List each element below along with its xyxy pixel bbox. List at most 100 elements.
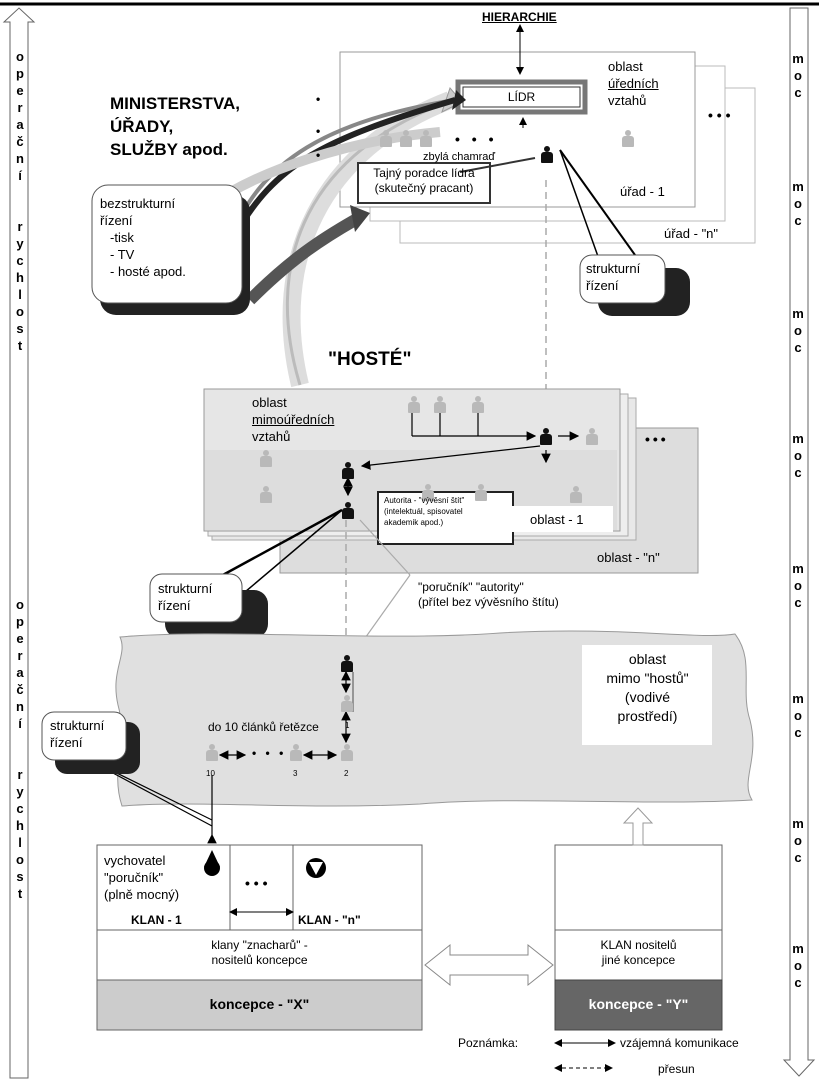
concept-exchange-arrow	[424, 943, 554, 987]
middle-area-line-2: mimoúředních	[252, 412, 335, 427]
other-clan-line-1: KLAN nositelů	[600, 938, 677, 952]
person-icon	[398, 130, 414, 148]
official-area-line-2: úředních	[608, 76, 659, 91]
healers-line-2: nositelů koncepce	[211, 953, 308, 967]
lieutenant-line-1: "poručník" "autority"	[418, 580, 524, 594]
person-icon	[288, 744, 304, 762]
bullet-dot: •	[316, 148, 321, 162]
authority-icon	[340, 462, 356, 480]
legend-mutual: vzájemná komunikace	[620, 1036, 739, 1050]
person-icon	[339, 744, 355, 762]
lieutenant-label: "poručník" "autority" (přítel bez vývěsn…	[418, 580, 559, 610]
bullet-dot: •	[316, 92, 321, 106]
clan-n-label: KLAN - "n"	[298, 913, 361, 927]
structured-label-middle: strukturní řízení	[158, 580, 212, 614]
lieutenant-line-2: (přítel bez vývěsního štítu)	[418, 595, 559, 609]
person-icon	[406, 396, 422, 414]
secret-advisor-icon	[539, 146, 555, 164]
middle-advisor-icon	[538, 428, 554, 446]
other-clan-line-2: jiné koncepce	[601, 953, 676, 967]
person-icon	[420, 484, 436, 502]
secret-advisor-line-1: Tajný poradce lídra	[373, 166, 475, 180]
structured-line-2: řízení	[158, 598, 191, 613]
unstructured-item-press: -tisk	[110, 230, 134, 245]
authority-line-3: akademik apod.)	[384, 518, 444, 527]
official-area-line-1: oblast	[608, 59, 643, 74]
ministries-line-2: ÚŘADY,	[110, 117, 174, 136]
lower-area-label: oblast mimo "hostů" (vodivé prostředí)	[585, 650, 710, 726]
area-n-label: oblast - "n"	[597, 550, 660, 565]
chain-num-3: 3	[293, 769, 298, 778]
structured-line-2: řízení	[50, 735, 83, 750]
tutor-label: vychovatel "poručník" (plně mocný)	[104, 852, 179, 903]
middle-area-line-3: vztahů	[252, 429, 291, 444]
person-icon	[418, 130, 434, 148]
structured-bubble-lower	[41, 711, 213, 827]
tutor-line-3: (plně mocný)	[104, 887, 180, 902]
structured-label-lower: strukturní řízení	[50, 717, 104, 751]
structured-line-1: strukturní	[586, 261, 641, 276]
other-clan-label: KLAN nositelů jiné koncepce	[555, 938, 722, 968]
lieutenant-icon	[340, 502, 356, 520]
middle-connectors	[343, 410, 580, 497]
lower-area-line-4: prostředí)	[617, 708, 678, 724]
person-icon	[470, 396, 486, 414]
clan-dots: • • •	[245, 875, 268, 891]
chain-head-icon	[339, 655, 355, 673]
official-area-line-3: vztahů	[608, 93, 647, 108]
authority-line-2: (intelektuál, spisovatel	[384, 507, 463, 516]
healers-label: klany "znacharů" - nositelů koncepce	[97, 938, 422, 968]
chain-label: do 10 článků řetězce	[208, 720, 319, 734]
clan-1-label: KLAN - 1	[131, 913, 182, 927]
chain-connectors	[207, 670, 354, 844]
lower-area-line-2: mimo "hostů"	[606, 670, 689, 686]
left-speed-arrow	[2, 7, 36, 1079]
person-icon	[584, 428, 600, 446]
unstructured-label: bezstrukturní řízení -tisk - TV - hosté …	[100, 195, 186, 280]
lower-area-line-1: oblast	[628, 651, 667, 667]
office-n-label: úřad - "n"	[664, 226, 719, 241]
offices-dots: • • •	[708, 107, 731, 123]
structured-line-1: strukturní	[158, 581, 213, 596]
advisor-pointer	[459, 157, 536, 173]
secret-advisor-label: Tajný poradce lídra (skutečný pracant)	[360, 166, 488, 196]
legend-note: Poznámka:	[458, 1036, 519, 1050]
bullet-dot: •	[316, 124, 321, 138]
structured-bubble-top	[559, 149, 690, 316]
ministries-label: MINISTERSTVA, ÚŘADY, SLUŽBY apod.	[110, 92, 240, 161]
area-1-label: oblast - 1	[530, 512, 584, 527]
middle-area-line-1: oblast	[252, 395, 287, 410]
chain-num-10: 10	[206, 769, 215, 778]
person-icon	[339, 695, 355, 713]
person-icon	[378, 130, 394, 148]
concept-y-label: koncepce - "Y"	[588, 996, 689, 1012]
person-icon	[620, 130, 636, 148]
clan-block-right	[554, 807, 723, 1031]
chain-num-1: 1	[345, 721, 350, 730]
chain-num-2: 2	[344, 769, 349, 778]
rabble-label: zbylá chamraď	[423, 151, 496, 163]
secret-advisor-line-2: (skutečný pracant)	[374, 181, 474, 195]
rabble-dots: • • •	[455, 131, 498, 147]
unstructured-bubble	[91, 184, 243, 304]
structured-line-1: strukturní	[50, 718, 105, 733]
lower-area-label-bg	[582, 645, 712, 745]
authority-box	[377, 491, 514, 545]
middle-area-label: oblast mimoúředních vztahů	[252, 394, 334, 445]
healers-line-1: klany "znacharů" -	[211, 938, 308, 952]
ministries-line-3: SLUŽBY apod.	[110, 140, 228, 159]
structured-bubble-middle	[149, 508, 343, 638]
hierarchy-title: HIERARCHIE	[482, 10, 557, 24]
office-1-label: úřad - 1	[620, 184, 665, 199]
concept-x-label: koncepce - "X"	[209, 996, 310, 1012]
lieutenant-pointer	[359, 519, 411, 576]
unstructured-line-1: bezstrukturní	[100, 196, 176, 211]
structured-line-2: řízení	[586, 278, 619, 293]
